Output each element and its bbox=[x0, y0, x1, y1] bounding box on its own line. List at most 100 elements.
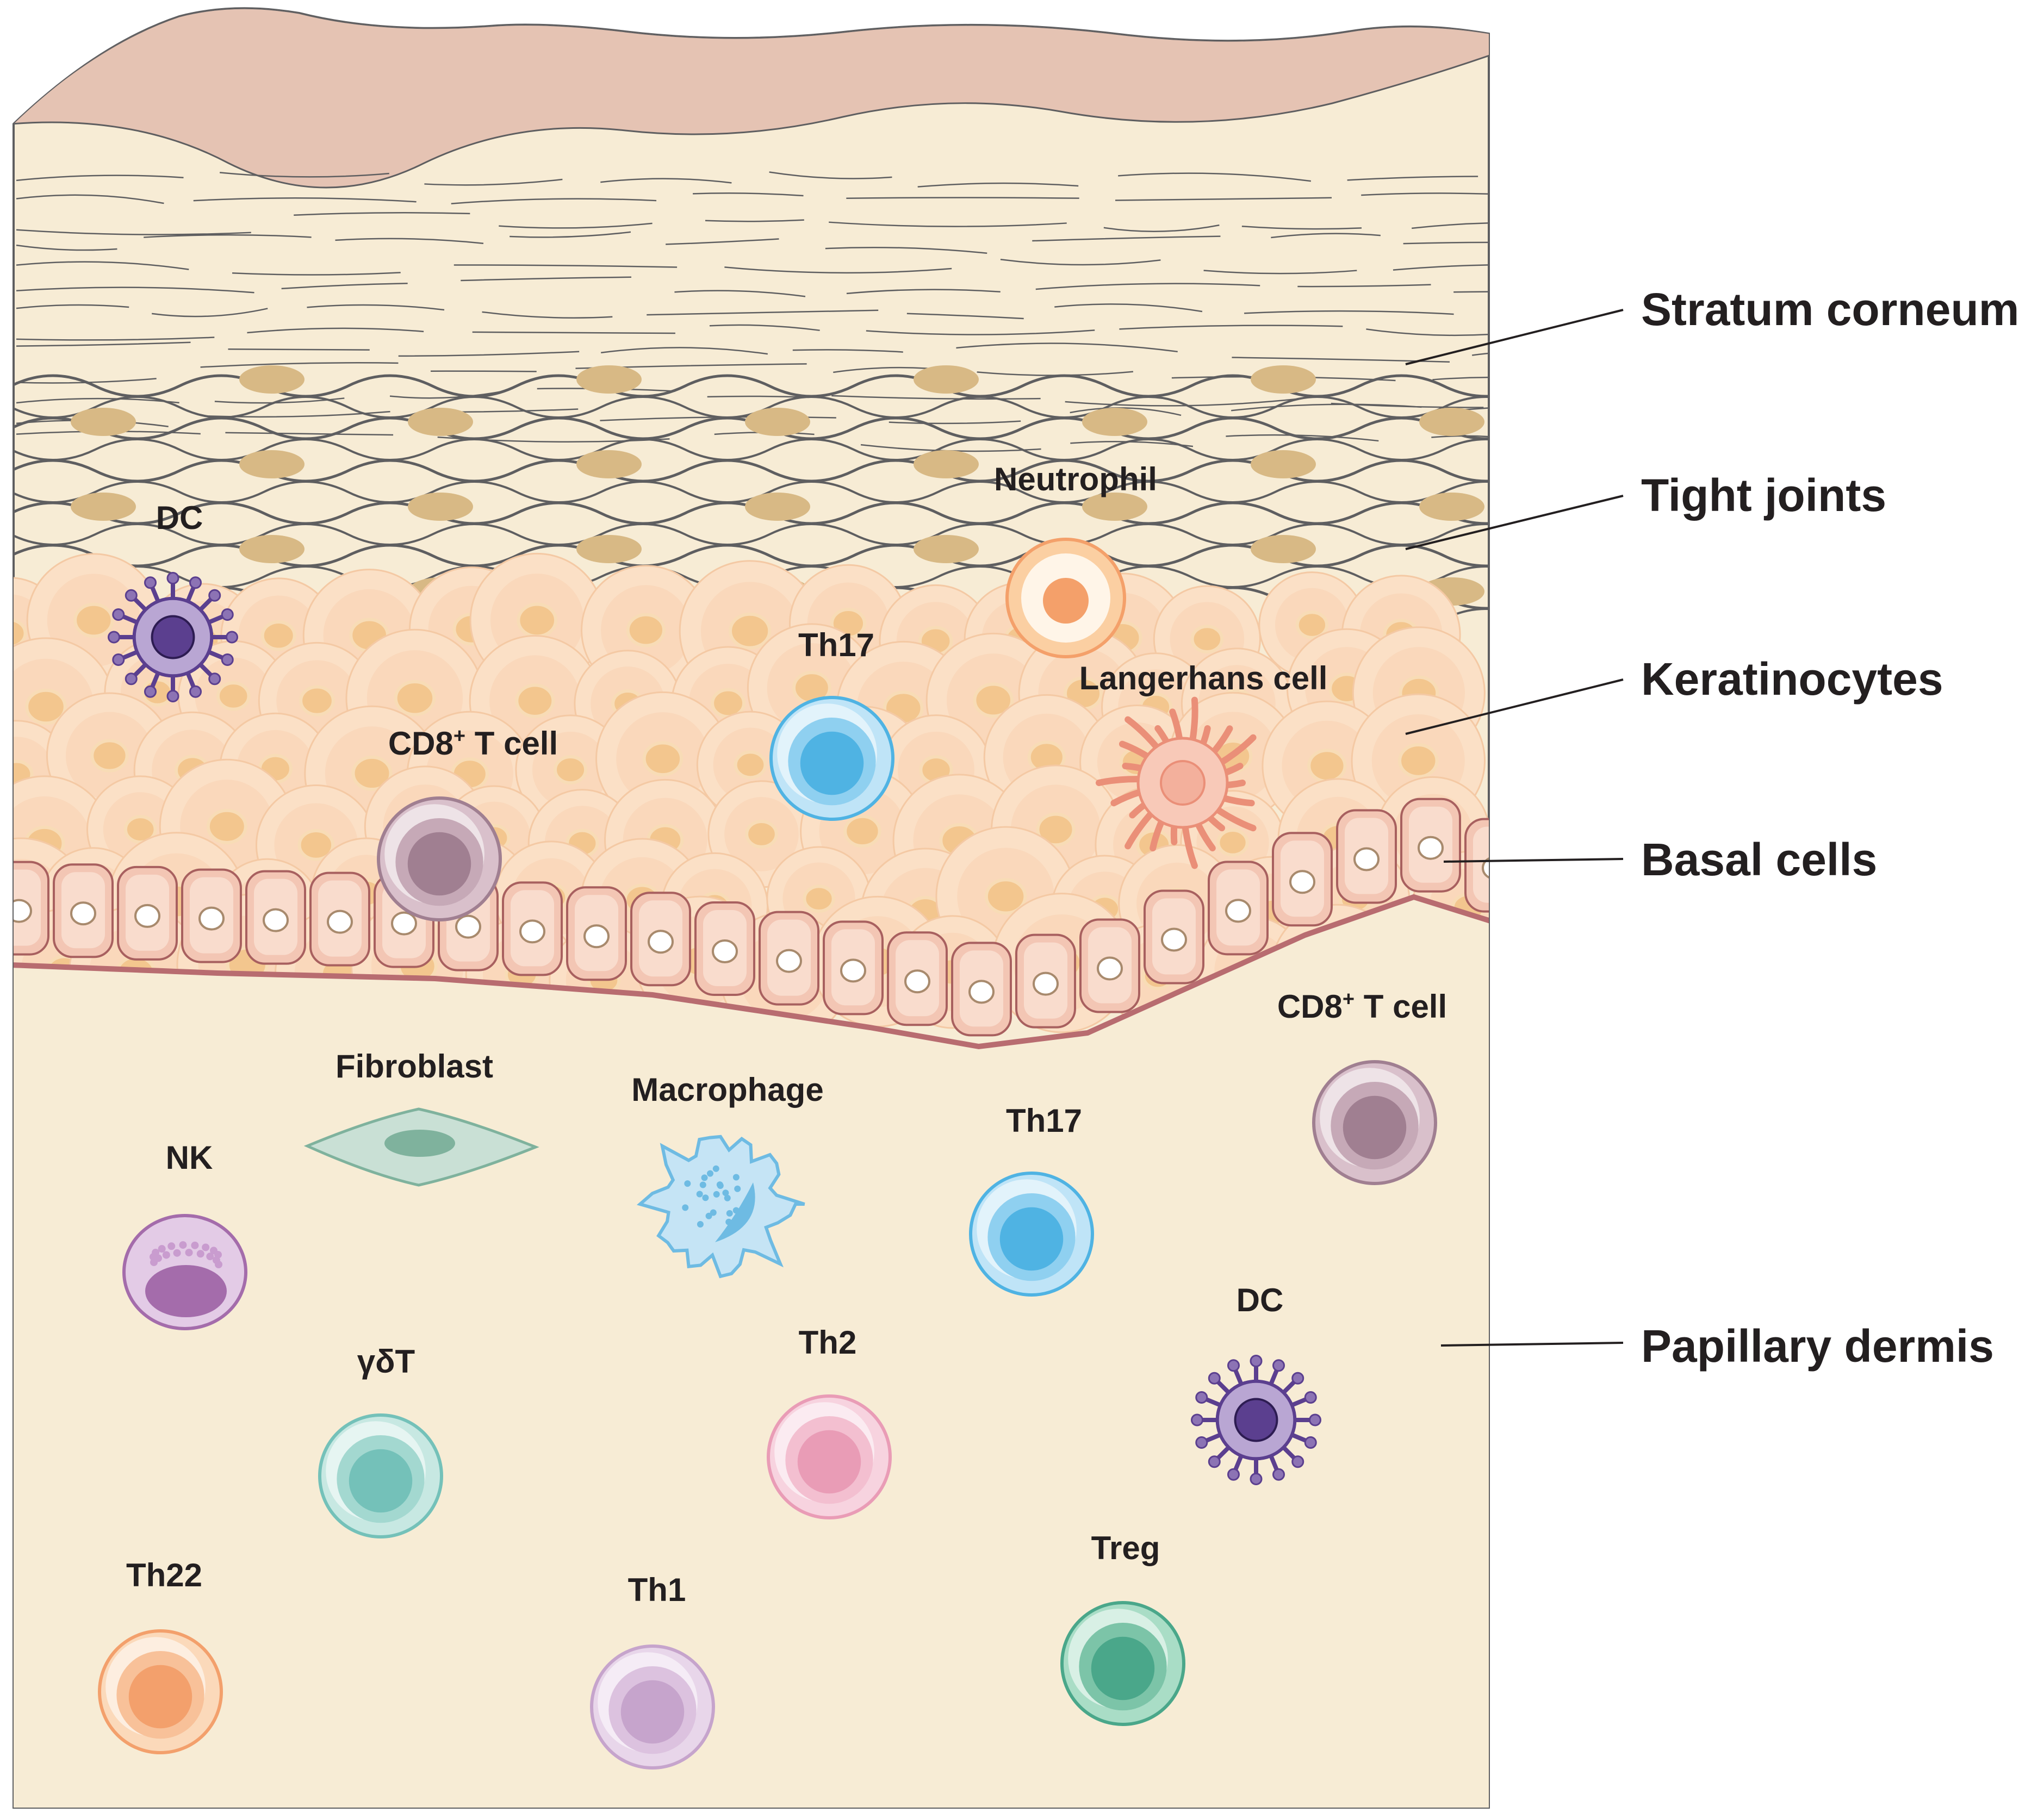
label-cd8-epidermis: CD8+ T cell bbox=[388, 725, 558, 762]
nk-granule bbox=[215, 1261, 222, 1268]
basal-cell bbox=[823, 920, 884, 1016]
dc-dermis-dendrite-tip bbox=[1304, 1391, 1317, 1404]
nk-granule bbox=[162, 1251, 170, 1259]
flat-cell-nucleus bbox=[1251, 450, 1316, 478]
label-langerhans: Langerhans cell bbox=[1079, 660, 1328, 696]
macrophage-vesicle bbox=[697, 1220, 704, 1228]
macrophage-vesicle bbox=[707, 1170, 714, 1177]
basal-cell-nucleus bbox=[776, 949, 802, 973]
basal-cell bbox=[53, 863, 114, 958]
dc-epidermis-dendrite-tip bbox=[189, 685, 202, 698]
basal-cell-nucleus bbox=[70, 901, 96, 926]
keratinocyte-nucleus bbox=[299, 685, 335, 717]
flat-cell-nucleus bbox=[745, 408, 810, 436]
pointer-keratinocytes bbox=[1405, 678, 1624, 735]
nk-granule bbox=[152, 1249, 160, 1257]
corneum-line bbox=[453, 264, 678, 268]
corneum-line bbox=[709, 324, 820, 331]
corneum-line bbox=[482, 311, 613, 319]
macrophage-nucleus bbox=[715, 1182, 755, 1242]
corneum-line bbox=[398, 351, 580, 357]
basal-cell bbox=[309, 871, 370, 967]
corneum-line bbox=[1103, 224, 1220, 232]
flat-cell-nucleus bbox=[914, 535, 979, 563]
basal-cell bbox=[117, 865, 178, 961]
flat-cell-nucleus bbox=[408, 408, 473, 436]
nk-nucleus bbox=[145, 1265, 227, 1317]
corneum-line bbox=[16, 244, 117, 251]
flat-cell-nucleus bbox=[1082, 408, 1147, 436]
nk-granule bbox=[214, 1250, 222, 1259]
label-th17-dermis: Th17 bbox=[1006, 1102, 1082, 1139]
basal-cell-nucleus bbox=[391, 911, 417, 936]
keratinocyte-nucleus bbox=[14, 618, 27, 649]
fibroblast-nucleus bbox=[384, 1130, 455, 1157]
basal-cell bbox=[1272, 832, 1333, 927]
macrophage-vesicle bbox=[710, 1209, 717, 1216]
keratinocyte-nucleus bbox=[1295, 611, 1329, 639]
basal-cell-nucleus bbox=[263, 908, 289, 932]
corneum-line bbox=[225, 432, 394, 436]
label-th22: Th22 bbox=[126, 1557, 202, 1593]
corneum-line bbox=[846, 197, 1079, 199]
nk-granule bbox=[191, 1241, 199, 1249]
corneum-line bbox=[1226, 434, 1379, 442]
basal-cell bbox=[1144, 889, 1204, 985]
nk-granule bbox=[173, 1249, 181, 1257]
basal-cell-nucleus bbox=[455, 914, 481, 939]
label-treg: Treg bbox=[1091, 1530, 1160, 1566]
label-cd8-dermis: CD8+ T cell bbox=[1277, 988, 1447, 1025]
corneum-line bbox=[1115, 197, 1332, 201]
th2 bbox=[767, 1394, 892, 1519]
corneum-line bbox=[281, 283, 408, 290]
corneum-line bbox=[647, 309, 879, 316]
corneum-line bbox=[866, 329, 1095, 335]
keratinocyte-nucleus bbox=[745, 819, 778, 849]
dc-dermis-dendrite-tip bbox=[1250, 1355, 1263, 1367]
fibroblast bbox=[303, 1107, 539, 1187]
dc-dermis-dendrite-tip bbox=[1208, 1372, 1221, 1385]
corneum-line bbox=[1432, 376, 1489, 382]
corneum-line bbox=[16, 337, 215, 341]
corneum-line bbox=[846, 289, 1001, 295]
corneum-line bbox=[1244, 310, 1454, 315]
basal-cell-nucleus bbox=[327, 910, 353, 934]
dc-dermis-dendrite-tip bbox=[1272, 1468, 1285, 1481]
corneum-line bbox=[232, 272, 401, 276]
label-fibroblast: Fibroblast bbox=[336, 1048, 493, 1085]
basal-cell-nucleus bbox=[648, 930, 674, 954]
basal-cell-nucleus bbox=[1353, 847, 1380, 871]
macrophage-vesicle bbox=[726, 1210, 733, 1217]
basal-cell-nucleus bbox=[840, 958, 866, 983]
flat-cell-nucleus bbox=[576, 450, 642, 478]
keratinocyte-nucleus bbox=[1036, 812, 1076, 847]
basal-cell bbox=[502, 881, 563, 976]
flat-cell-nucleus bbox=[408, 493, 473, 521]
keratinocyte-nucleus bbox=[517, 602, 558, 638]
macrophage-vesicle bbox=[701, 1174, 708, 1181]
basal-cell bbox=[566, 886, 627, 981]
corneum-line bbox=[200, 362, 399, 368]
corneum-line bbox=[472, 331, 675, 334]
macrophage-vesicle bbox=[732, 1207, 740, 1214]
flat-cell-nucleus bbox=[1419, 408, 1484, 436]
stratum-corneum-lines bbox=[16, 171, 1489, 452]
dc-epidermis-dendrite-tip bbox=[166, 572, 179, 584]
corneum-line bbox=[16, 175, 184, 182]
neutrophil-nucleus bbox=[1043, 578, 1089, 624]
basal-cell-nucleus bbox=[14, 899, 32, 923]
corneum-line bbox=[510, 231, 631, 238]
keratinocyte-nucleus bbox=[1398, 743, 1439, 778]
dc-epidermis-dendrite-tip bbox=[166, 690, 179, 702]
th1-nucleus bbox=[620, 1680, 685, 1744]
corneum-line bbox=[956, 342, 1178, 353]
corneum-line bbox=[335, 238, 484, 244]
corneum-line bbox=[1054, 303, 1203, 313]
keratinocyte-nucleus bbox=[843, 814, 881, 848]
keratinocyte-nucleus bbox=[25, 688, 67, 725]
keratinocyte-nucleus bbox=[626, 613, 666, 647]
th17-dermis-nucleus bbox=[999, 1207, 1064, 1271]
keratinocyte-nucleus bbox=[73, 602, 114, 638]
dc-epidermis-dendrite-tip bbox=[189, 576, 202, 589]
